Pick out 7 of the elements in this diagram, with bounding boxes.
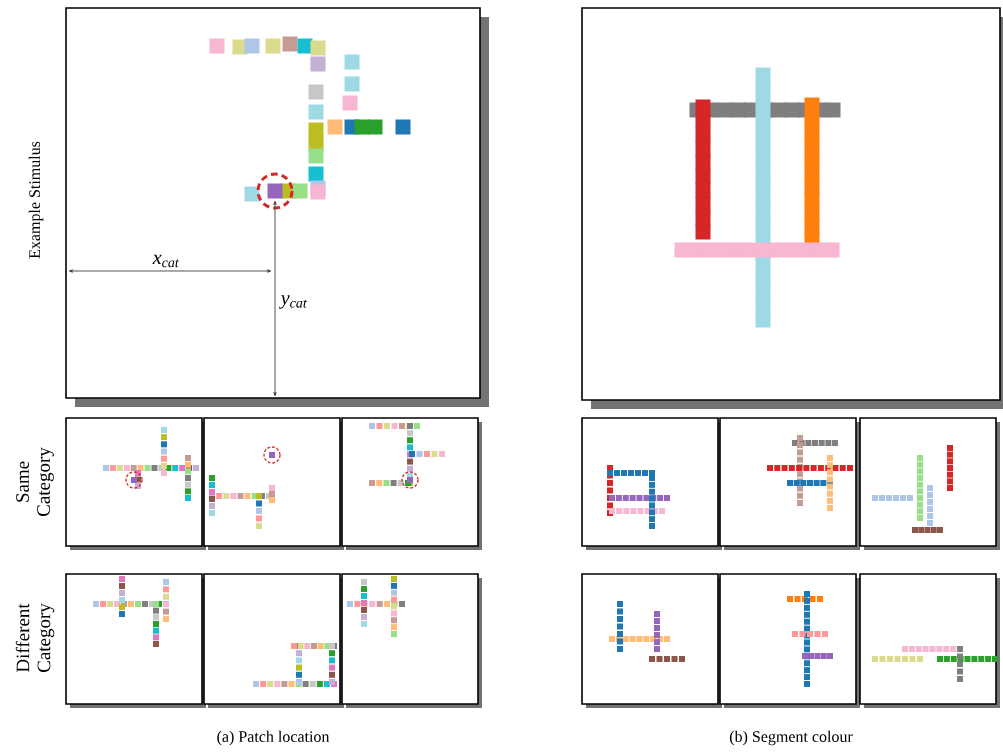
row-label: Different Category <box>15 603 55 673</box>
panel-caption: (a) Patch location <box>217 730 330 746</box>
panel-caption: (b) Segment colour <box>729 730 853 746</box>
dimension-label: y$_{cat}$ <box>279 295 308 309</box>
axis-label: Example Stimulus <box>28 141 44 259</box>
dimension-label: x$_{cat}$ <box>152 254 180 268</box>
row-label: Same Category <box>16 447 54 517</box>
